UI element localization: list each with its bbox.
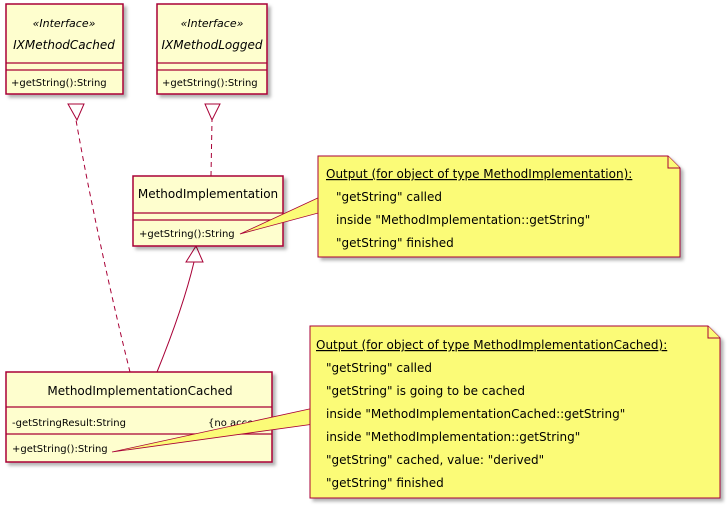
note-title: Output (for object of type MethodImpleme… — [326, 167, 632, 181]
realization-arrowhead-logged — [204, 103, 221, 122]
method-signature: +getString():String — [11, 78, 107, 89]
method-signature: +getString():String — [162, 78, 258, 89]
interface-ixmethodlogged — [156, 3, 268, 95]
note-line: "getString" cached, value: "derived" — [326, 453, 544, 467]
note-line: "getString" is going to be cached — [326, 384, 525, 398]
method-signature: +getString():String — [12, 444, 108, 455]
note-line: "getString" called — [326, 361, 432, 375]
realization-edge-logged — [210, 119, 213, 177]
note-methodimplementationcached-output — [309, 325, 721, 499]
note-line: "getString" finished — [336, 236, 454, 250]
class-name: MethodImplementationCached — [47, 384, 232, 398]
interface-name: IXMethodLogged — [161, 38, 262, 52]
generalization-edge — [156, 261, 195, 373]
generalization-arrowhead — [185, 244, 204, 263]
note-title: Output (for object of type MethodImpleme… — [316, 338, 667, 352]
note-line: inside "MethodImplementation::getString" — [326, 430, 580, 444]
edges — [67, 103, 221, 373]
note-line: inside "MethodImplementation::getString" — [336, 213, 590, 227]
method-signature: +getString():String — [139, 229, 235, 240]
stereotype-label: «Interface» — [33, 17, 96, 30]
field-signature: -getStringResult:String — [12, 418, 126, 429]
note-methodimplementation-output — [317, 155, 681, 258]
note-line: "getString" finished — [326, 476, 444, 490]
class-name: MethodImplementation — [138, 187, 278, 201]
note-line: "getString" called — [336, 190, 442, 204]
interface-name: IXMethodCached — [13, 38, 115, 52]
note-line: inside "MethodImplementationCached::getS… — [326, 407, 625, 421]
stereotype-label: «Interface» — [181, 17, 244, 30]
class-methodimplementation — [132, 175, 284, 247]
realization-edge-cached — [75, 119, 131, 373]
interface-ixmethodcached — [5, 3, 124, 95]
field-annotation: {no acce — [208, 418, 253, 429]
realization-arrowhead-cached — [67, 103, 85, 122]
